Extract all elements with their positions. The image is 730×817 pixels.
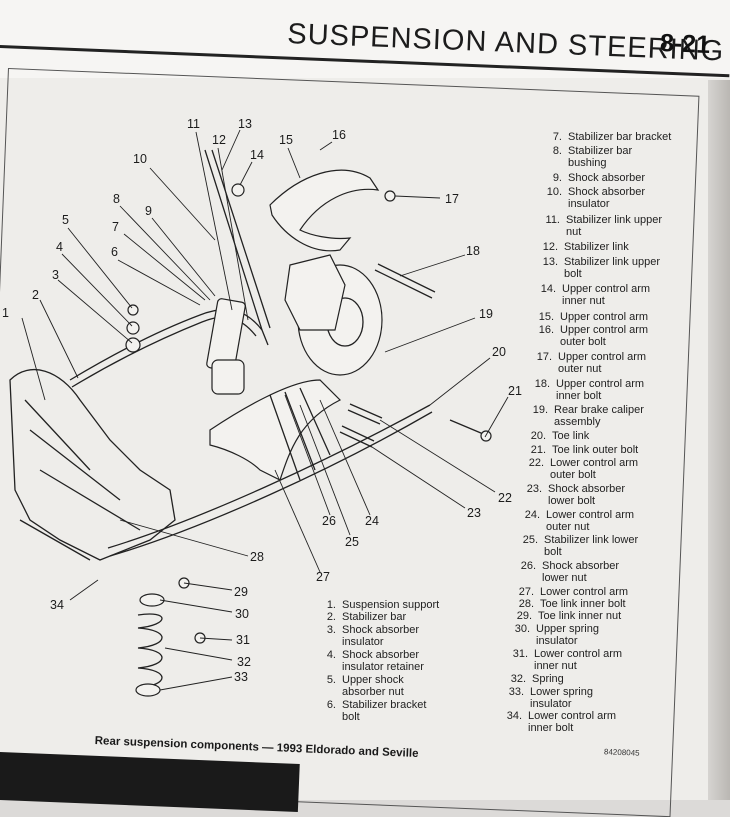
legend-item-6: 6.Stabilizer bracket bolt — [326, 699, 427, 723]
suspension-support-drawing — [9, 369, 176, 561]
upper-spring-insulator-drawing — [139, 593, 165, 607]
callout-29: 29 — [234, 585, 248, 599]
callout-21: 21 — [508, 384, 522, 398]
page-stack-edge — [708, 80, 730, 800]
legend-item-11: 11.Stabilizer link upper nut — [545, 214, 662, 238]
callout-7: 7 — [112, 220, 119, 234]
callout-13: 13 — [238, 117, 252, 131]
callout-1: 1 — [2, 306, 9, 320]
nut-drawing-3 — [125, 337, 141, 353]
header-band — [0, 0, 730, 78]
legend-item-34: 34.Lower control arm inner bolt — [506, 710, 617, 734]
shock-lower-bolt-drawing — [339, 425, 375, 448]
shock-absorber-body — [211, 359, 245, 395]
callout-23: 23 — [467, 506, 481, 520]
toe-link-drawing — [107, 404, 433, 557]
legend-item-32: 32.Spring — [510, 673, 564, 685]
legend-item-31: 31.Lower control arm inner nut — [512, 648, 623, 672]
legend-item-25: 25.Stabilizer link lower bolt — [522, 534, 639, 558]
legend-item-1: 1.Suspension support — [326, 599, 440, 611]
legend-item-19: 19.Rear brake caliper assembly — [532, 404, 644, 428]
legend-item-30: 30.Upper spring insulator — [514, 623, 599, 647]
callout-6: 6 — [111, 245, 118, 259]
spring-drawing — [137, 613, 163, 689]
legend-item-12: 12.Stabilizer link — [542, 241, 629, 253]
legend-item-16: 16.Upper control arm outer bolt — [538, 324, 649, 348]
callout-2: 2 — [32, 288, 39, 302]
callout-31: 31 — [236, 633, 250, 647]
callout-10: 10 — [133, 152, 147, 166]
legend-item-26: 26.Shock absorber lower nut — [520, 560, 620, 584]
legend-item-24: 24.Lower control arm outer nut — [524, 509, 635, 533]
legend-item-22: 22.Lower control arm outer bolt — [528, 457, 639, 481]
legend-item-21: 21.Toe link outer bolt — [530, 444, 639, 456]
legend-item-33: 33.Lower spring insulator — [508, 686, 593, 710]
legend-item-15: 15.Upper control arm — [538, 311, 649, 323]
legend-item-3: 3.Shock absorber insulator — [326, 624, 420, 648]
callout-24: 24 — [365, 514, 379, 528]
nut-drawing-5 — [127, 304, 139, 316]
nut-drawing-4 — [126, 321, 140, 335]
callout-17: 17 — [445, 192, 459, 206]
callout-32: 32 — [237, 655, 251, 669]
callout-30: 30 — [235, 607, 249, 621]
exploded-diagram — [9, 129, 509, 697]
parts-legend-left: 1.Suspension support 2.Stabilizer bar 3.… — [326, 599, 440, 723]
legend-item-28: 28.Toe link inner bolt — [518, 598, 626, 610]
legend-item-27: 27.Lower control arm — [518, 586, 629, 598]
legend-item-14: 14.Upper control arm inner nut — [540, 283, 651, 307]
callout-11: 11 — [187, 117, 200, 131]
legend-item-18: 18.Upper control arm inner bolt — [534, 378, 645, 402]
callout-8: 8 — [113, 192, 120, 206]
figure-code: 84208045 — [603, 747, 640, 758]
callout-26: 26 — [322, 514, 336, 528]
callout-9: 9 — [145, 204, 152, 218]
callout-33: 33 — [234, 670, 248, 684]
uca-inner-bolt-drawing — [374, 263, 436, 299]
callout-12: 12 — [212, 133, 226, 147]
legend-item-4: 4.Shock absorber insulator retainer — [326, 649, 424, 673]
legend-item-23: 23.Shock absorber lower bolt — [526, 483, 626, 507]
parts-legend-right: 7.Stabilizer bar bracket 8.Stabilizer ba… — [506, 131, 672, 734]
legend-item-7: 7.Stabilizer bar bracket — [552, 131, 672, 143]
callout-20: 20 — [492, 345, 506, 359]
brake-caliper-drawing — [284, 254, 346, 331]
callout-27: 27 — [316, 570, 330, 584]
callout-28: 28 — [250, 550, 264, 564]
callout-34: 34 — [50, 598, 64, 612]
legend-item-17: 17.Upper control arm outer nut — [536, 351, 647, 375]
callout-19: 19 — [479, 307, 493, 321]
callout-4: 4 — [56, 240, 63, 254]
callout-25: 25 — [345, 535, 359, 549]
callout-15: 15 — [279, 133, 293, 147]
stabilizer-link-drawing — [204, 149, 271, 331]
leader-lines — [21, 129, 509, 691]
legend-item-8: 8.Stabilizer bar bushing — [552, 145, 633, 169]
legend-item-20: 20.Toe link — [530, 430, 590, 442]
callout-22: 22 — [498, 491, 512, 505]
legend-item-5: 5.Upper shock absorber nut — [326, 674, 404, 698]
callout-16: 16 — [332, 128, 346, 142]
lca-outer-bolt-drawing — [347, 403, 383, 425]
upper-control-arm-drawing — [269, 169, 380, 252]
lower-control-arm-ribs — [269, 387, 331, 481]
callout-5: 5 — [62, 213, 69, 227]
legend-item-9: 9.Shock absorber — [552, 172, 646, 184]
callout-14: 14 — [250, 148, 264, 162]
legend-item-2: 2.Stabilizer bar — [326, 611, 407, 623]
legend-item-10: 10.Shock absorber insulator — [546, 186, 646, 210]
suspension-support-detail — [19, 399, 141, 561]
nut-drawing-14 — [231, 183, 245, 197]
callout-18: 18 — [466, 244, 480, 258]
callout-3: 3 — [52, 268, 59, 282]
legend-item-29: 29.Toe link inner nut — [516, 610, 622, 622]
legend-item-13: 13.Stabilizer link upper bolt — [542, 256, 660, 280]
